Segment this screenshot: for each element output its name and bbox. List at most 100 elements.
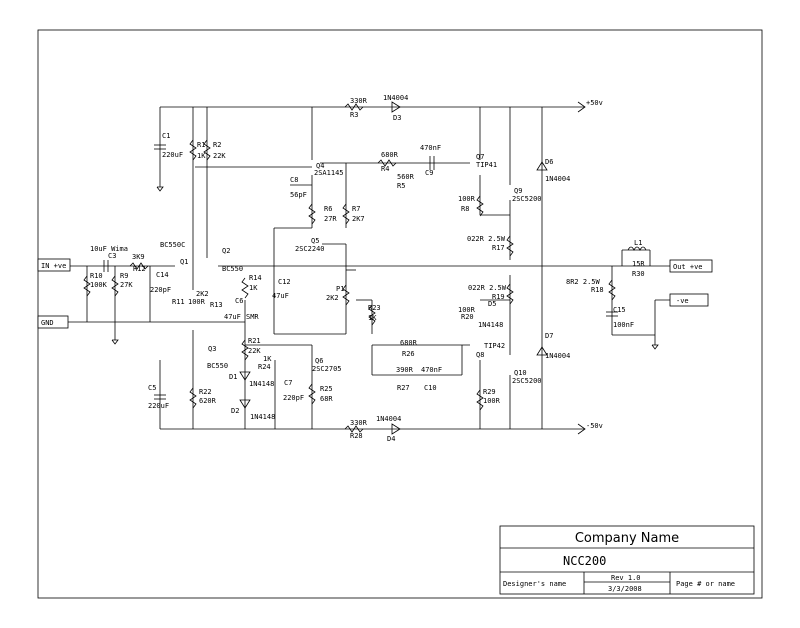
label-r27v: 390R [396,366,414,374]
label-p1: P1 [336,285,344,293]
label-r28v: 330R [350,419,368,427]
label-r13v: 2K2 [196,290,209,298]
label-vcc: +50v [586,99,603,107]
label-r22: R22 [199,388,212,396]
label-r9: R9 [120,272,128,280]
label-q1: Q1 [180,258,188,266]
capacitor-c1 [154,144,166,150]
label-c5: C5 [148,384,156,392]
label-q4: Q4 [316,162,324,170]
label-out-neg: -ve [676,297,689,305]
label-q5v: 2SC2240 [295,245,325,253]
label-q9v: 2SC5200 [512,195,542,203]
label-q2: Q2 [222,247,230,255]
label-r11v: 100R [188,298,206,306]
diode-d6 [536,161,548,171]
label-in-pos: IN +ve [41,262,66,270]
label-r12: R12 [133,265,146,273]
label-gnd: GND [41,319,54,327]
label-d5: D5 [488,300,496,308]
label-r26v: 680R [400,339,418,347]
label-r30: R30 [632,270,645,278]
label-r7: R7 [352,205,360,213]
resistor-r21 [241,339,249,361]
label-c10: C10 [424,384,437,392]
diode-d1 [239,371,251,381]
label-r28: R28 [350,432,363,440]
label-r17: R17 [492,244,505,252]
label-q8: Q8 [476,351,484,359]
resistor-r9 [111,275,119,297]
label-r3: R3 [350,111,358,119]
ground-symbol [651,344,659,350]
label-r6: R6 [324,205,332,213]
resistor-r28 [344,425,364,433]
label-c15: C15 [613,306,626,314]
resistor-r25 [308,383,316,405]
label-d4: D4 [387,435,395,443]
label-q9: Q9 [514,187,522,195]
label-wima: 10uF Wima [90,245,128,253]
capacitor-c5 [154,394,166,400]
label-l1: L1 [634,239,642,247]
title-block [499,525,755,595]
resistor-r14 [241,277,249,299]
label-q3: Q3 [208,345,216,353]
sheet-border [37,29,763,599]
resistor-r19 [506,283,514,305]
diode-d7 [536,346,548,356]
resistor-r1 [189,139,197,161]
title-project: NCC200 [563,554,606,568]
label-q6v: 2SC2705 [312,365,342,373]
label-r26: R26 [402,350,415,358]
ground-symbol [156,186,164,192]
label-d3: D3 [393,114,401,122]
label-r17v: 022R 2.5W [467,235,506,243]
label-q7: Q7 [476,153,484,161]
resistor-r4 [377,159,397,167]
label-r20: R20 [461,313,474,321]
label-r29: R29 [483,388,496,396]
label-d3v: 1N4004 [383,94,408,102]
title-rev: Rev 1.0 [611,574,641,582]
port-out-pos [669,259,713,273]
wires [38,106,692,430]
label-d5v: 1N4148 [478,321,503,329]
label-q1-type: BC550C [160,241,185,249]
label-r4v: 680R [381,151,399,159]
diode-d3 [391,101,401,113]
label-d1: D1 [229,373,237,381]
label-c10v: 470nF [421,366,442,374]
label-c1: C1 [162,132,170,140]
ground-symbol [111,339,119,345]
label-d2v: 1N4148 [250,413,275,421]
label-c8: C8 [290,176,298,184]
label-r1: R1 [197,141,205,149]
label-r25v: 68R [320,395,333,403]
label-r23v: 1K [368,314,377,322]
title-page: Page # or name [676,580,735,588]
diode-d4 [391,423,401,435]
inductor-l1 [627,246,647,251]
labels: IN +ve GND Out +ve -ve +50v -50v 10uF Wi… [41,94,703,443]
label-out-pos: Out +ve [673,263,703,271]
label-c9v: 470nF [420,144,441,152]
label-c8v: 56pF [290,191,307,199]
label-r2v: 22K [213,152,226,160]
label-r10: R10 [90,272,103,280]
label-r14: R14 [249,274,262,282]
label-q4v: 2SA1145 [314,169,344,177]
label-c6v: 47uF [224,313,241,321]
label-r18v: 8R2 2.5W [566,278,601,286]
label-r18: R18 [591,286,604,294]
resistor-r2 [203,139,211,161]
label-q10: Q10 [514,369,527,377]
label-c14v: 220pF [150,286,171,294]
label-r24: R24 [258,363,271,371]
label-r2: R2 [213,141,221,149]
label-r7v: 2K7 [352,215,365,223]
capacitor-c3 [103,260,109,272]
title-company: Company Name [575,531,679,546]
label-d7v: 1N4004 [545,352,570,360]
resistor-r23 [368,304,376,326]
